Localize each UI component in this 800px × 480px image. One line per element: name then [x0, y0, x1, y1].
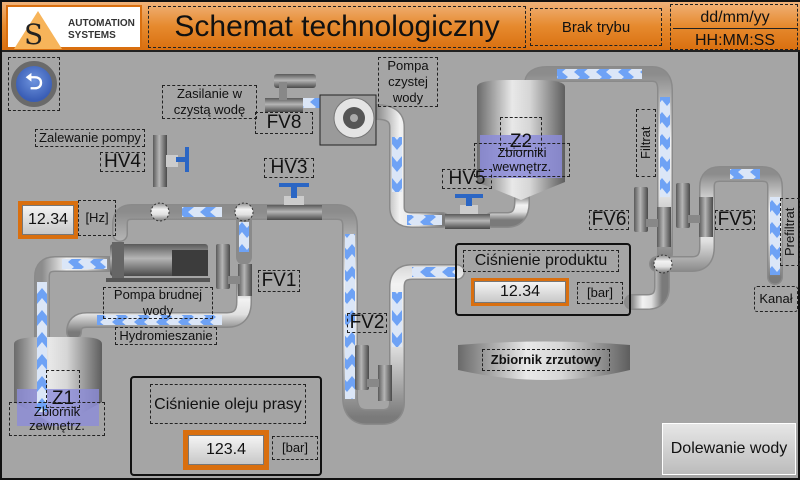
- label-fv6[interactable]: FV6: [589, 210, 629, 230]
- valve-hv4-shape: [153, 135, 189, 187]
- time-display: HH:MM:SS: [695, 32, 775, 49]
- valve-fv5-shape: [676, 183, 713, 237]
- dolewanie-wody-button[interactable]: Dolewanie wody: [662, 423, 796, 475]
- oil-pressure-title: Ciśnienie oleju prasy: [150, 384, 306, 424]
- valve-fv6-shape: [634, 187, 671, 247]
- product-pressure-title: Ciśnienie produktu: [463, 250, 619, 272]
- logo-line2: SYSTEMS: [68, 30, 116, 41]
- frequency-field[interactable]: 12.34: [18, 201, 78, 239]
- logo-line1: AUTOMATION: [68, 18, 135, 29]
- frequency-value[interactable]: 12.34: [22, 205, 74, 235]
- label-hydromieszanie: Hydromieszanie: [115, 327, 217, 345]
- label-pompa-czystej-wody: Pompa czystej wody: [378, 57, 438, 107]
- tank-z2-name: Zbiorniki wewnętrz.: [474, 143, 570, 177]
- product-pressure-value[interactable]: 12.34: [474, 281, 566, 303]
- label-hv3[interactable]: HV3: [264, 158, 314, 178]
- valve-fv2-shape: [355, 345, 392, 401]
- oil-pressure-unit: [bar]: [272, 436, 318, 460]
- company-logo: S AUTOMATION SYSTEMS: [6, 5, 142, 49]
- label-kanal: Kanał: [754, 286, 798, 312]
- label-prefiltrat: Prefiltrat: [780, 198, 800, 266]
- back-button[interactable]: ⮌: [8, 57, 60, 111]
- oil-pressure-panel: Ciśnienie oleju prasy 123.4 [bar]: [130, 376, 322, 476]
- tank-z2-id: Z2: [500, 117, 542, 151]
- page-title: Schemat technologiczny: [148, 6, 526, 48]
- tank-z1: [14, 337, 102, 427]
- label-fv2[interactable]: FV2: [347, 313, 387, 333]
- product-pressure-unit: [bar]: [577, 282, 623, 304]
- mode-status: Brak trybu: [530, 8, 662, 46]
- label-filtrat: Filtrat: [636, 109, 656, 177]
- pipes: [34, 66, 783, 430]
- product-pressure-panel: Ciśnienie produktu 12.34 [bar]: [455, 243, 631, 316]
- pipe-junctions: [150, 202, 673, 274]
- logo-glyph: S: [24, 18, 44, 51]
- label-pompa-brudnej-wody: Pompa brudnej wody: [103, 287, 213, 319]
- label-zasilanie: Zasilanie w czystą wodę: [162, 85, 257, 119]
- label-hv4[interactable]: HV4: [100, 152, 145, 172]
- valve-hv5-shape: [445, 194, 490, 229]
- tank-z1-id: Z1: [46, 370, 80, 408]
- tank-z2: [477, 80, 565, 200]
- pump-clean-water: [319, 94, 377, 146]
- datetime-box: dd/mm/yy HH:MM:SS: [670, 4, 798, 50]
- valve-hv3-shape: [267, 183, 322, 220]
- oil-pressure-field[interactable]: 123.4: [183, 430, 269, 470]
- label-zbiornik-zrzutowy: Zbiornik zrzutowy: [482, 349, 610, 371]
- product-pressure-field[interactable]: 12.34: [471, 278, 569, 306]
- label-fv1[interactable]: FV1: [258, 270, 300, 292]
- frequency-unit: [Hz]: [78, 200, 116, 236]
- header-bar: S AUTOMATION SYSTEMS Schemat technologic…: [2, 2, 800, 52]
- logo-text: AUTOMATION SYSTEMS: [68, 18, 135, 42]
- label-fv8[interactable]: FV8: [255, 112, 313, 134]
- valve-fv8-shape: [265, 74, 316, 112]
- oil-pressure-value[interactable]: 123.4: [188, 435, 264, 465]
- valve-fv1-shape: [216, 244, 252, 296]
- label-hv5[interactable]: HV5: [442, 169, 492, 189]
- pump-dirty-water: [106, 242, 210, 282]
- date-display: dd/mm/yy: [673, 7, 797, 29]
- label-zalewanie-pompy: Zalewanie pompy: [35, 129, 145, 147]
- logo-triangle-icon: [14, 11, 62, 49]
- tank-z1-name: Zbiornik zewnętrz.: [9, 402, 105, 436]
- back-arrow-icon[interactable]: ⮌: [11, 61, 57, 107]
- label-fv5[interactable]: FV5: [715, 210, 755, 230]
